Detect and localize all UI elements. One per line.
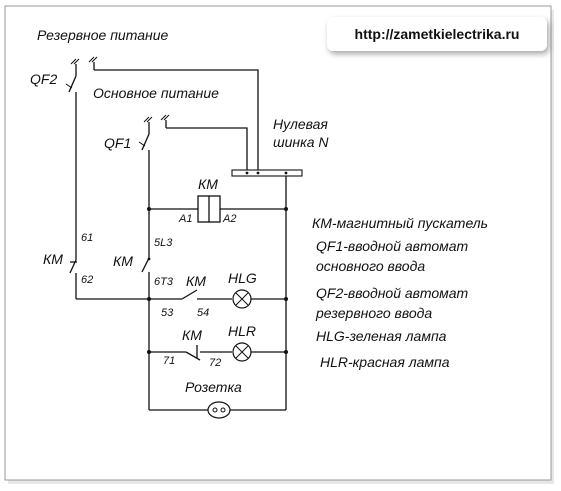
legend-line: резервного ввода (315, 305, 432, 321)
legend-line: QF2-вводной автомат (316, 285, 468, 301)
legend-line: QF1-вводной автомат (316, 238, 468, 254)
neutral-bus-label-2: шинка N (273, 134, 329, 150)
hlr-lamp (232, 342, 252, 362)
terminal-61: 61 (81, 232, 93, 244)
km-hlg-label: КМ (186, 273, 206, 289)
qf1-terminal-1 (143, 116, 153, 123)
frame-border (4, 5, 552, 481)
main-neutral-wire (166, 127, 248, 170)
terminal-54: 54 (197, 307, 209, 319)
hlg-label: HLG (228, 270, 257, 286)
terminal-a1: A1 (178, 213, 192, 225)
qf1-terminal-2 (160, 114, 170, 121)
neutral-bus-bar (231, 169, 303, 177)
terminal-62: 62 (81, 274, 93, 286)
terminal-53: 53 (161, 307, 174, 319)
km-contact-61-62 (69, 258, 77, 299)
qf2-breaker (65, 56, 98, 258)
qf2-terminal-1 (70, 58, 80, 65)
terminal-5l3: 5L3 (154, 237, 173, 249)
hlr-label: HLR (228, 323, 256, 339)
terminal-71: 71 (163, 355, 175, 367)
socket-label: Розетка (185, 379, 242, 395)
legend-line: КМ-магнитный пускатель (312, 215, 488, 231)
km-hlr-label: КМ (182, 327, 202, 343)
watermark-url: http://zametkielectrika.ru (327, 17, 547, 51)
qf2-label: QF2 (30, 71, 57, 87)
hlg-lamp (232, 289, 252, 309)
socket-outlet-icon (207, 401, 231, 419)
km-contact-71-72 (185, 345, 232, 361)
legend: КМ-магнитный пускатель QF1-вводной автом… (312, 215, 488, 370)
terminal-72: 72 (209, 357, 221, 369)
km-coil-label: КМ (198, 176, 218, 192)
legend-line: HLR-красная лампа (320, 354, 450, 370)
reserve-power-label: Резервное питание (37, 27, 168, 43)
neutral-bus-label-1: Нулевая (273, 116, 328, 132)
km-contact-5l3-6t3 (141, 257, 151, 299)
reserve-neutral-wire (94, 69, 259, 170)
qf1-breaker (138, 114, 170, 258)
main-power-label: Основное питание (93, 85, 219, 101)
km-contact-53-54 (181, 289, 232, 300)
qf1-label: QF1 (104, 135, 131, 151)
legend-line: основного ввода (316, 258, 425, 274)
km-mid-label: КМ (113, 253, 133, 269)
terminal-a2: A2 (222, 213, 236, 225)
legend-line: HLG-зеленая лампа (316, 328, 447, 344)
qf2-terminal-2 (88, 56, 98, 63)
terminal-6t3: 6T3 (154, 276, 174, 288)
km-left-label: КМ (43, 251, 63, 267)
